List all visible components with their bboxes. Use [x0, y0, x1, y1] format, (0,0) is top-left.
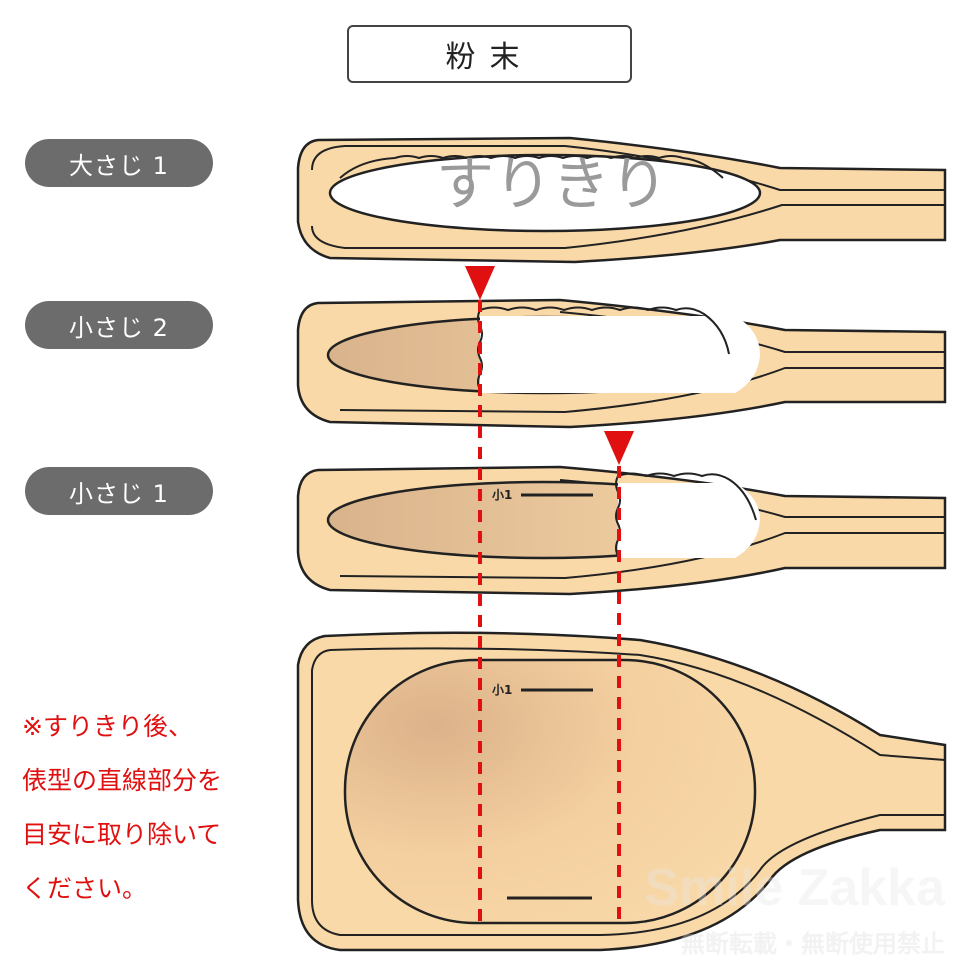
- spoon-tsp-1: 小1: [296, 465, 947, 596]
- tsp-1-mark-label: 小1: [492, 487, 512, 502]
- spoon-top-view: 小1: [296, 631, 947, 952]
- spoon-top-view-bowl: [343, 658, 757, 925]
- label-tsp-1: 小さじ 1: [25, 467, 213, 515]
- label-tbsp-1: 大さじ 1: [25, 139, 213, 187]
- note-line-4: ください。: [22, 874, 148, 903]
- title-text: 粉末: [445, 40, 534, 75]
- spoon-tsp-1-powder: [618, 483, 760, 558]
- label-tsp-2-text: 小さじ 2: [69, 313, 169, 342]
- label-tsp-1-text: 小さじ 1: [69, 479, 169, 508]
- note-line-2: 俵型の直線部分を: [22, 766, 223, 795]
- top-view-mark-label: 小1: [492, 682, 512, 697]
- label-tbsp-1-text: 大さじ 1: [69, 151, 169, 180]
- watermark-brand: Smile Zakka: [644, 859, 946, 917]
- spoon-tbsp-1: すりきり: [296, 136, 947, 264]
- spoon-tbsp-1-powder-edge: [339, 155, 724, 179]
- instruction-note: ※すりきり後、 俵型の直線部分を 目安に取り除いて ください。: [22, 700, 222, 916]
- guide-lines: [465, 266, 634, 925]
- spoon-tsp-2: [296, 298, 947, 429]
- spoon-top-view-rim-outer: [311, 647, 946, 936]
- watermark-notice: 無断転載・無断使用禁止: [681, 930, 945, 958]
- label-tsp-2: 小さじ 2: [25, 301, 213, 349]
- spoon-tsp-2-powder: [480, 316, 760, 393]
- note-line-3: 目安に取り除いて: [22, 820, 222, 849]
- spoon-tbsp-1-powder: [328, 153, 762, 233]
- leveled-text: すりきり: [436, 150, 668, 218]
- arrow-tsp-2: [465, 266, 495, 300]
- arrow-tsp-1: [604, 431, 634, 465]
- note-line-1: ※すりきり後、: [22, 712, 193, 741]
- page-title: 粉末: [347, 25, 632, 83]
- watermark: Smile Zakka 無断転載・無断使用禁止: [644, 859, 946, 958]
